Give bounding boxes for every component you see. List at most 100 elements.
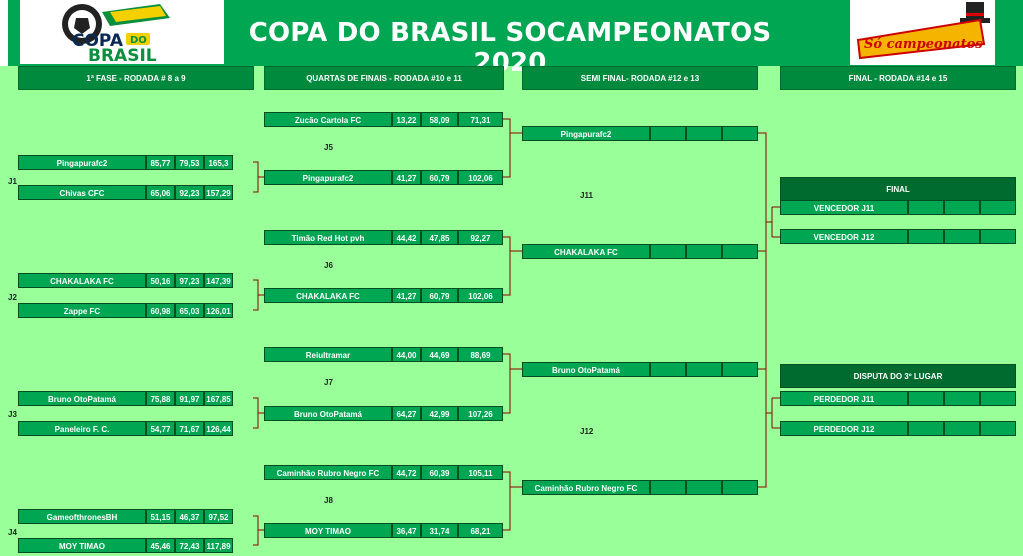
total-cell: 102,06: [458, 170, 503, 185]
match-row: Zucão Cartola FC 13,22 58,09 71,31: [264, 112, 503, 127]
team-cell: CHAKALAKA FC: [522, 244, 650, 259]
match-row: Caminhão Rubro Negro FC: [522, 480, 758, 495]
game-label: J5: [324, 143, 333, 152]
score-cell: 31,74: [421, 523, 458, 538]
score-cell: [908, 229, 944, 244]
logo-do-text: DO: [130, 35, 147, 46]
score-cell: 65,06: [146, 185, 175, 200]
score-cell: 46,37: [175, 509, 204, 524]
score-cell: 44,72: [392, 465, 421, 480]
team-cell: Bruno OtoPatamá: [522, 362, 650, 377]
total-cell: [722, 126, 758, 141]
game-label: J7: [324, 378, 333, 387]
match-row: PERDEDOR J12: [780, 421, 1016, 436]
score-cell: [686, 480, 722, 495]
logo-copa-text: COPA: [72, 31, 124, 51]
team-cell: Pingapurafc2: [522, 126, 650, 141]
team-cell: Pingapurafc2: [18, 155, 146, 170]
match-row: Timão Red Hot pvh 44,42 47,85 92,27: [264, 230, 503, 245]
team-cell: CHAKALAKA FC: [264, 288, 392, 303]
team-cell: Reiultramar: [264, 347, 392, 362]
team-cell: Bruno OtoPatamá: [18, 391, 146, 406]
score-cell: 58,09: [421, 112, 458, 127]
copa-do-brasil-logo: COPA DO BRASIL: [20, 0, 224, 64]
team-cell: GameofthronesBH: [18, 509, 146, 524]
score-cell: [686, 126, 722, 141]
game-label: J1: [8, 177, 17, 186]
final-header: FINAL: [780, 177, 1016, 201]
total-cell: 97,52: [204, 509, 233, 524]
score-cell: [686, 362, 722, 377]
score-cell: [650, 480, 686, 495]
total-cell: [722, 362, 758, 377]
team-cell: CHAKALAKA FC: [18, 273, 146, 288]
score-cell: 50,16: [146, 273, 175, 288]
score-cell: 79,53: [175, 155, 204, 170]
team-cell: Caminhão Rubro Negro FC: [264, 465, 392, 480]
total-cell: 92,27: [458, 230, 503, 245]
game-label: J12: [580, 427, 594, 436]
team-cell: MOY TIMAO: [18, 538, 146, 553]
team-cell: Zappe FC: [18, 303, 146, 318]
team-cell: Timão Red Hot pvh: [264, 230, 392, 245]
score-cell: 64,27: [392, 406, 421, 421]
total-cell: 102,06: [458, 288, 503, 303]
score-cell: 71,67: [175, 421, 204, 436]
match-row: Bruno OtoPatamá: [522, 362, 758, 377]
score-cell: 60,39: [421, 465, 458, 480]
score-cell: 42,99: [421, 406, 458, 421]
score-cell: 72,43: [175, 538, 204, 553]
game-label: J6: [324, 261, 333, 270]
round-header-quarterfinals: QUARTAS DE FINAIS - RODADA #10 e 11: [264, 66, 504, 90]
score-cell: 44,69: [421, 347, 458, 362]
score-cell: 85,77: [146, 155, 175, 170]
score-cell: [944, 421, 980, 436]
score-cell: 44,42: [392, 230, 421, 245]
match-row: MOY TIMAO 45,46 72,43 117,89: [18, 538, 233, 553]
total-cell: [980, 200, 1016, 215]
match-row: VENCEDOR J12: [780, 229, 1016, 244]
game-label: J2: [8, 293, 17, 302]
team-cell: Chivas CFC: [18, 185, 146, 200]
so-campeonatos-logo: Só campeonatos: [850, 0, 995, 65]
match-row: VENCEDOR J11: [780, 200, 1016, 215]
so-campeonatos-graphic: Só campeonatos: [856, 2, 990, 60]
total-cell: 105,11: [458, 465, 503, 480]
logo-brasil-text: BRASIL: [88, 46, 157, 64]
score-cell: 51,15: [146, 509, 175, 524]
score-cell: 97,23: [175, 273, 204, 288]
score-cell: 54,77: [146, 421, 175, 436]
header-strip: [0, 0, 8, 66]
match-row: MOY TIMAO 36,47 31,74 68,21: [264, 523, 503, 538]
round-header-first-phase: 1ª FASE - RODADA # 8 a 9: [18, 66, 254, 90]
team-cell: Zucão Cartola FC: [264, 112, 392, 127]
total-cell: 147,39: [204, 273, 233, 288]
score-cell: [650, 126, 686, 141]
total-cell: [980, 421, 1016, 436]
match-row: GameofthronesBH 51,15 46,37 97,52: [18, 509, 233, 524]
score-cell: 65,03: [175, 303, 204, 318]
score-cell: 47,85: [421, 230, 458, 245]
game-label: J4: [8, 528, 17, 537]
score-cell: [908, 391, 944, 406]
match-row: Chivas CFC 65,06 92,23 157,29: [18, 185, 233, 200]
match-row: Paneleiro F. C. 54,77 71,67 126,44: [18, 421, 233, 436]
total-cell: 126,01: [204, 303, 233, 318]
game-label: J3: [8, 410, 17, 419]
game-label: J11: [580, 191, 593, 200]
total-cell: 68,21: [458, 523, 503, 538]
total-cell: 165,3: [204, 155, 233, 170]
score-cell: [944, 391, 980, 406]
score-cell: 75,88: [146, 391, 175, 406]
match-row: Bruno OtoPatamá 64,27 42,99 107,26: [264, 406, 503, 421]
score-cell: 41,27: [392, 170, 421, 185]
match-row: CHAKALAKA FC: [522, 244, 758, 259]
match-row: Pingapurafc2 41,27 60,79 102,06: [264, 170, 503, 185]
score-cell: 36,47: [392, 523, 421, 538]
total-cell: 88,69: [458, 347, 503, 362]
total-cell: [722, 480, 758, 495]
score-cell: [686, 244, 722, 259]
total-cell: 117,89: [204, 538, 233, 553]
score-cell: 60,79: [421, 288, 458, 303]
